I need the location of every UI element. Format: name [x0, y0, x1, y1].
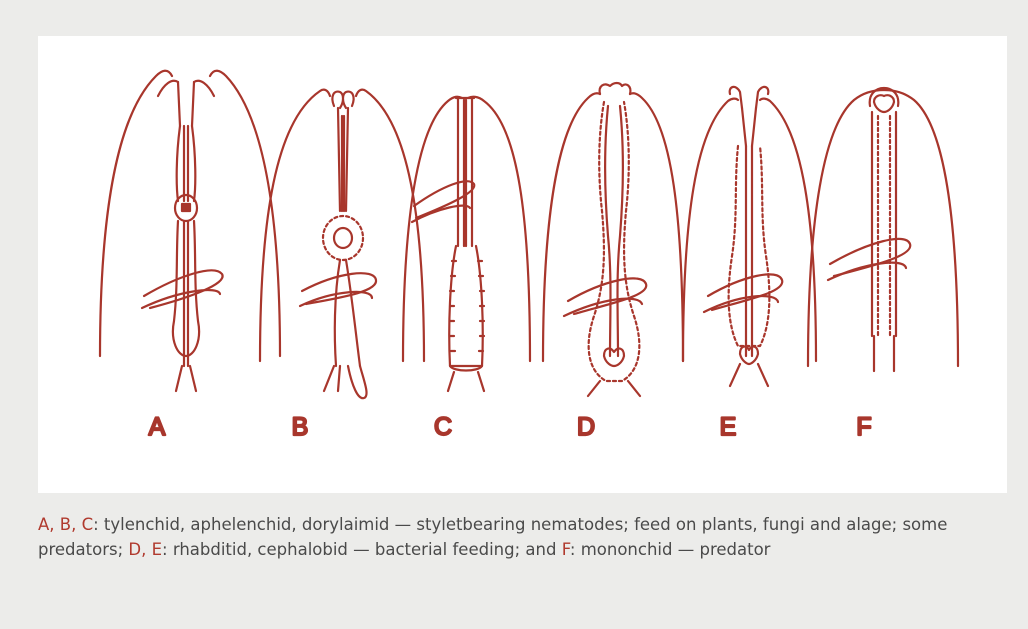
- nematode-head-f: [808, 88, 958, 371]
- nematode-head-b: [260, 90, 424, 399]
- caption-label-f: F: [562, 540, 570, 559]
- figure-panel: A B C D E F: [38, 36, 1007, 493]
- nematode-heads-illustration: A B C D E F: [38, 36, 1007, 493]
- figure-letter-d: D: [577, 413, 595, 441]
- caption-text-de: : rhabditid, cephalobid — bacterial feed…: [162, 540, 562, 559]
- caption-text-f: : mononchid — predator: [570, 540, 771, 559]
- figure-caption: A, B, C: tylenchid, aphelenchid, dorylai…: [38, 512, 998, 562]
- caption-label-de: D, E: [128, 540, 162, 559]
- figure-letter-a: A: [149, 413, 166, 441]
- figure-letter-e: E: [720, 413, 737, 441]
- caption-label-abc: A, B, C: [38, 515, 93, 534]
- figure-letter-c: C: [434, 413, 452, 441]
- nematode-head-c: [403, 97, 530, 391]
- nematode-head-e: [683, 87, 816, 386]
- nematode-head-a: [100, 71, 280, 391]
- figure-letter-f: F: [856, 413, 871, 441]
- nematode-head-d: [543, 83, 683, 396]
- figure-letter-b: B: [292, 413, 309, 441]
